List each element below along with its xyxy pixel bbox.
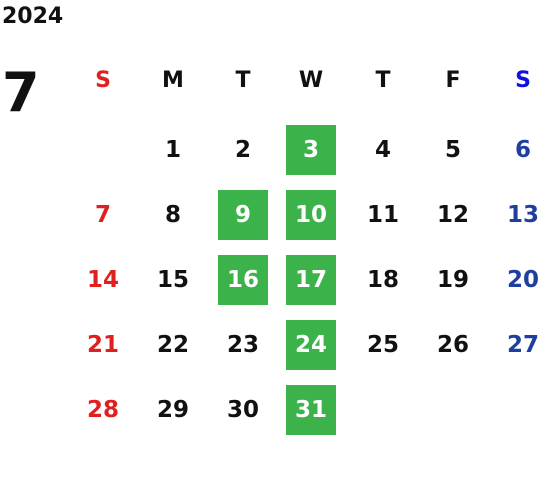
day-cell-highlighted: 24: [286, 320, 336, 370]
day-cell-highlighted: 9: [218, 190, 268, 240]
day-cell: 6: [514, 136, 531, 163]
day-cell: 22: [156, 331, 189, 358]
day-cell: 21: [86, 331, 119, 358]
day-cell: 14: [86, 266, 119, 293]
day-cell: 28: [86, 396, 119, 423]
day-cell: 7: [94, 201, 111, 228]
weekday-header-wed: W: [298, 68, 324, 93]
month-label: 7: [2, 61, 40, 124]
weekday-header-thu: T: [375, 68, 391, 93]
weekday-header-sat: S: [515, 68, 531, 93]
day-cell: 15: [156, 266, 189, 293]
day-cell-highlighted: 31: [286, 385, 336, 435]
weekday-header-mon: M: [162, 68, 184, 93]
day-cell: 19: [436, 266, 469, 293]
day-cell: 4: [374, 136, 391, 163]
day-cell: 8: [164, 201, 181, 228]
day-cell: 29: [156, 396, 189, 423]
day-cell: 26: [436, 331, 469, 358]
year-label: 2024: [2, 4, 64, 29]
day-cell: 5: [444, 136, 461, 163]
day-cell: 20: [506, 266, 539, 293]
weekday-header-sun: S: [95, 68, 111, 93]
day-cell: 12: [436, 201, 469, 228]
day-cell: 13: [506, 201, 539, 228]
day-cell-highlighted: 10: [286, 190, 336, 240]
day-cell: 27: [506, 331, 539, 358]
day-cell-highlighted: 17: [286, 255, 336, 305]
day-cell-highlighted: 16: [218, 255, 268, 305]
day-cell: 11: [366, 201, 399, 228]
day-cell: 23: [226, 331, 259, 358]
day-cell: 25: [366, 331, 399, 358]
day-cell: 1: [164, 136, 181, 163]
day-cell: 18: [366, 266, 399, 293]
day-cell-highlighted: 3: [286, 125, 336, 175]
weekday-header-fri: F: [445, 68, 461, 93]
weekday-header-tue: T: [235, 68, 251, 93]
day-cell: 30: [226, 396, 259, 423]
day-cell: 2: [234, 136, 251, 163]
